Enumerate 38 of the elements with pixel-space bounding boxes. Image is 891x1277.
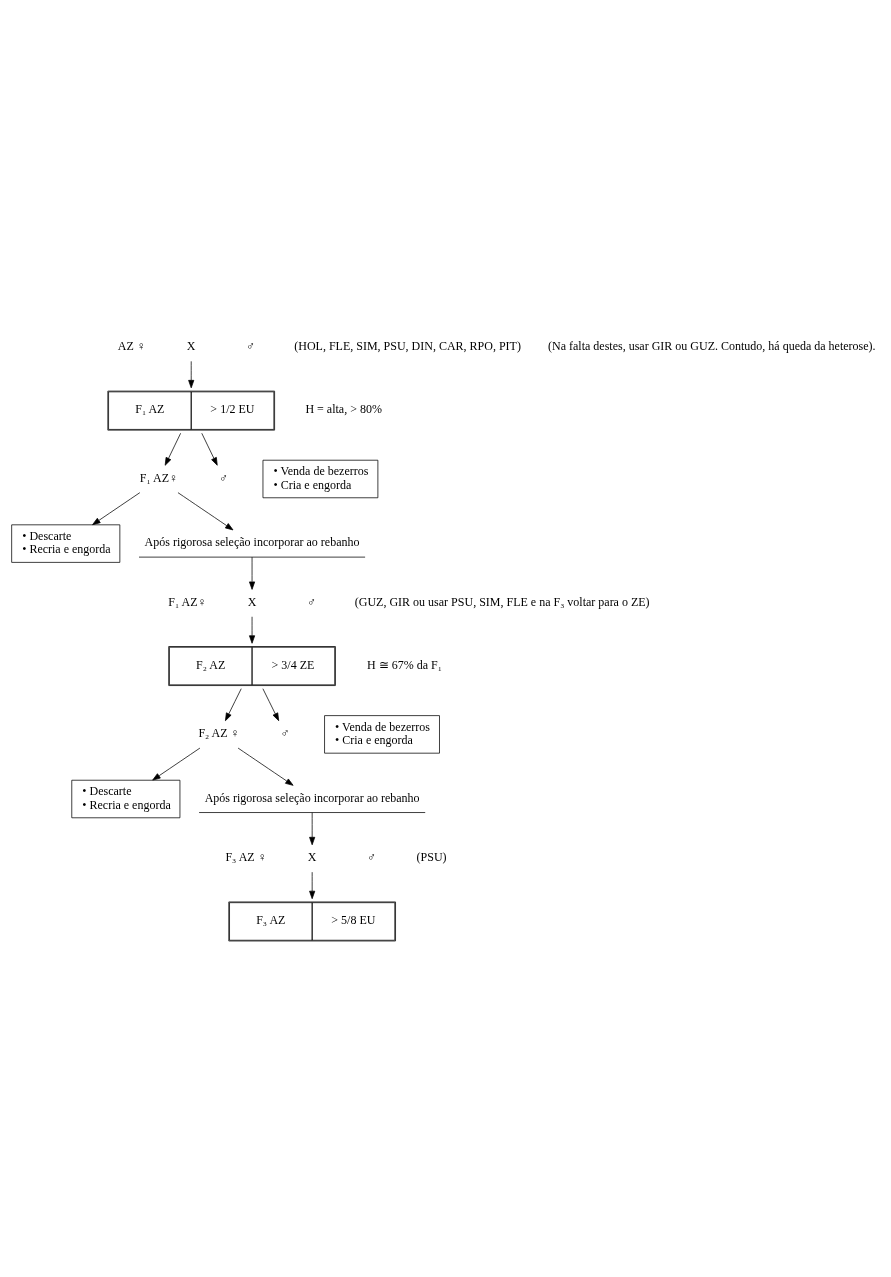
label: ♂ bbox=[306, 594, 316, 609]
label: (PSU) bbox=[416, 849, 447, 864]
node-text: Após rigorosa seleção incorporar ao rebanho bbox=[144, 534, 360, 549]
label: H ≅ 67% da F₁ bbox=[367, 657, 442, 672]
arrow bbox=[225, 687, 242, 721]
node-box: • Venda de bezerros • Cria e engorda bbox=[262, 459, 379, 498]
label: H = alta, > 80% bbox=[305, 401, 382, 416]
arrow bbox=[92, 491, 141, 525]
label: ♂ bbox=[246, 338, 256, 353]
node-text: F₂ AZ ♀ bbox=[198, 725, 240, 740]
node-text: X bbox=[307, 849, 317, 864]
arrow bbox=[237, 747, 294, 786]
arrow bbox=[152, 747, 201, 780]
arrow bbox=[164, 432, 181, 466]
label: (HOL, FLE, SIM, PSU, DIN, CAR, RPO, PIT) bbox=[294, 338, 521, 353]
label: ♂ bbox=[367, 849, 376, 864]
node-text: ♂ bbox=[219, 470, 229, 485]
node-text: X bbox=[247, 594, 257, 609]
arrow bbox=[188, 360, 195, 388]
node-text: ♂ bbox=[280, 725, 290, 740]
node-text: Após rigorosa seleção incorporar ao rebanho bbox=[204, 790, 420, 805]
arrow bbox=[201, 432, 218, 466]
arrow bbox=[249, 556, 256, 590]
arrow bbox=[309, 811, 316, 845]
node-box: • Venda de bezerros • Cria e engorda bbox=[324, 714, 440, 754]
arrow bbox=[177, 491, 234, 530]
arrow bbox=[262, 687, 280, 721]
arrow bbox=[309, 871, 316, 899]
label: F₃ AZ ♀ bbox=[225, 849, 267, 864]
label: AZ ♀ bbox=[117, 338, 146, 353]
node-box: • Descarte • Recria e engorda bbox=[11, 523, 121, 563]
arrow bbox=[249, 615, 256, 644]
node-text: F₁ AZ♀ bbox=[139, 470, 179, 485]
node-box: • Descarte • Recria e engorda bbox=[71, 779, 181, 818]
label: (Na falta destes, usar GIR ou GUZ. Contudo, há queda da heterose). bbox=[548, 338, 876, 353]
label: F₁ AZ♀ bbox=[168, 594, 207, 609]
node-text: X bbox=[186, 338, 196, 353]
label: (GUZ, GIR ou usar PSU, SIM, FLE e na F₃ voltar para o ZE) bbox=[354, 594, 650, 609]
